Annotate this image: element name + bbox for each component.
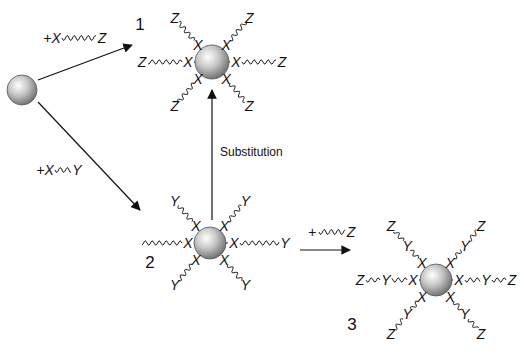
- ligand-group: X: [193, 38, 202, 52]
- ligand-group: Z: [356, 273, 365, 287]
- ligand-group: X: [183, 55, 192, 69]
- ligand-group: X: [408, 273, 417, 287]
- ligand-group: Y: [241, 278, 250, 292]
- ligand-chain: [465, 278, 480, 282]
- ligand-group: X: [191, 253, 200, 267]
- reaction-arrow: [38, 102, 140, 210]
- ligand-group: Y: [170, 194, 179, 208]
- ligand-chain: [242, 60, 276, 64]
- step-label: Substitution: [220, 146, 283, 158]
- reagent-text: Z: [347, 225, 356, 239]
- ligand-group: Y: [402, 239, 411, 253]
- reagent-text: +: [308, 225, 316, 239]
- ligand-chain: [396, 319, 403, 330]
- ligand-group: Z: [278, 55, 287, 69]
- ligand-group: X: [193, 72, 202, 86]
- anchor-bond: [229, 62, 230, 63]
- ligand-chain: [366, 278, 380, 282]
- reaction-arrow: [211, 90, 212, 220]
- ligand-group: Y: [170, 278, 179, 292]
- ligand-group: X: [191, 219, 200, 233]
- ligand-group: X: [221, 38, 230, 52]
- ligand-group: Z: [477, 327, 486, 341]
- ligand-group: X: [231, 55, 240, 69]
- ligand-group: Z: [477, 219, 486, 233]
- ligand-group: Y: [460, 307, 469, 321]
- ligand-chain: [179, 22, 194, 41]
- ligand-group: X: [183, 236, 192, 250]
- ligand-group: Z: [138, 55, 147, 69]
- ligand-chain: [392, 278, 407, 282]
- reagent-text: Z: [98, 31, 107, 45]
- anchor-bond: [194, 62, 195, 63]
- callout-number: 3: [347, 316, 356, 333]
- callout-number: 1: [135, 16, 144, 33]
- ligand-group: Z: [245, 99, 254, 113]
- ligand-group: X: [445, 256, 454, 270]
- reaction-arrow: [38, 45, 132, 80]
- ligand-group: Y: [481, 273, 490, 287]
- ligand-group: Z: [387, 327, 396, 341]
- ligand-group: Y: [241, 194, 250, 208]
- reaction-arrow: [300, 249, 350, 250]
- ligand-chain: [469, 230, 476, 241]
- ligand-group: Z: [508, 273, 517, 287]
- anchor-bond: [226, 243, 228, 244]
- ligand-chain: [142, 241, 182, 245]
- ligand-chain: [178, 83, 194, 101]
- ligand-chain: [319, 230, 345, 235]
- ligand-chain: [394, 232, 404, 241]
- ligand-group: X: [445, 290, 454, 304]
- ligand-group: X: [454, 273, 463, 287]
- ligand-group: Y: [280, 236, 289, 250]
- reagent-text: Y: [72, 163, 81, 177]
- nanoparticle: [7, 75, 37, 105]
- ligand-group: Z: [245, 11, 254, 25]
- reagent-text: +X: [43, 31, 61, 45]
- ligand-chain: [230, 23, 246, 41]
- ligand-chain: [227, 264, 242, 280]
- anchor-bond: [419, 280, 420, 281]
- ligand-chain: [229, 83, 244, 102]
- ligand-group: X: [229, 236, 238, 250]
- callout-number: 2: [145, 254, 154, 271]
- ligand-group: X: [221, 72, 230, 86]
- ligand-chain: [55, 168, 71, 173]
- ligand-chain: [492, 278, 506, 282]
- ligand-chain: [178, 206, 193, 222]
- ligand-group: Z: [170, 99, 179, 113]
- ligand-chain: [228, 205, 242, 222]
- ligand-group: Y: [402, 307, 411, 321]
- ligand-group: Z: [170, 11, 179, 25]
- reagent-text: +X: [36, 163, 54, 177]
- ligand-chain: [148, 60, 182, 64]
- anchor-bond: [452, 280, 453, 281]
- ligand-group: Z: [387, 219, 396, 233]
- ligand-group: X: [219, 219, 228, 233]
- ligand-chain: [62, 36, 96, 41]
- ligand-group: X: [417, 290, 426, 304]
- ligand-group: Y: [381, 273, 390, 287]
- ligand-chain: [240, 241, 279, 245]
- ligand-group: Y: [460, 239, 469, 253]
- ligand-group: X: [417, 256, 426, 270]
- ligand-group: X: [219, 253, 228, 267]
- ligand-chain: [179, 264, 193, 281]
